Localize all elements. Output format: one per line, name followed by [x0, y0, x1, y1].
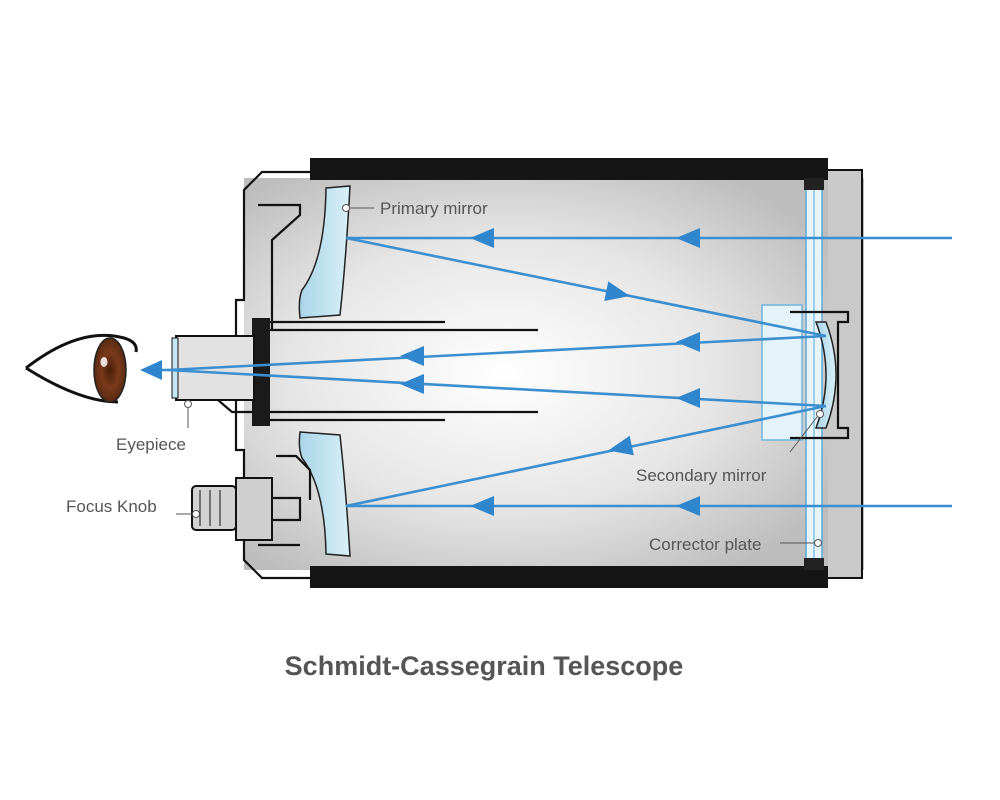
ray-primary-to-secondary-top [345, 236, 827, 338]
arrowhead [470, 496, 494, 516]
label-leaders [176, 204, 824, 547]
arrowhead [470, 228, 494, 248]
eye-icon [25, 333, 138, 404]
secondary-mirror-label: Secondary mirror [636, 466, 767, 485]
rear-cell-inner [258, 203, 302, 330]
primary-mirror-label: Primary mirror [380, 199, 488, 218]
focus-knob [191, 454, 312, 541]
front-cell [828, 169, 863, 579]
ray-secondary-to-eyepiece-bottom [167, 368, 827, 408]
arrowhead [400, 374, 424, 394]
primary-mirror [298, 185, 351, 557]
tube-top-wall [310, 158, 828, 180]
secondary-mirror [814, 321, 837, 429]
arrowhead [140, 360, 162, 380]
ray-secondary-to-eyepiece-top [167, 334, 827, 372]
corrector-plate [804, 178, 824, 570]
arrowhead [608, 435, 634, 456]
focus-knob-label: Focus Knob [66, 497, 157, 516]
tube-bottom-wall [310, 566, 828, 588]
ray-primary-to-secondary-bottom [345, 404, 827, 508]
diagram-title: Schmidt-Cassegrain Telescope [285, 651, 684, 681]
baffle-tube [252, 318, 538, 426]
eyepiece-label: Eyepiece [116, 435, 186, 454]
arrowhead [676, 332, 700, 352]
arrowhead [676, 388, 700, 408]
arrowhead [676, 228, 700, 248]
arrowhead [604, 281, 630, 302]
arrowhead [676, 496, 700, 516]
light-rays [140, 228, 952, 516]
arrowhead [400, 346, 424, 366]
corrector-plate-label: Corrector plate [649, 535, 761, 554]
